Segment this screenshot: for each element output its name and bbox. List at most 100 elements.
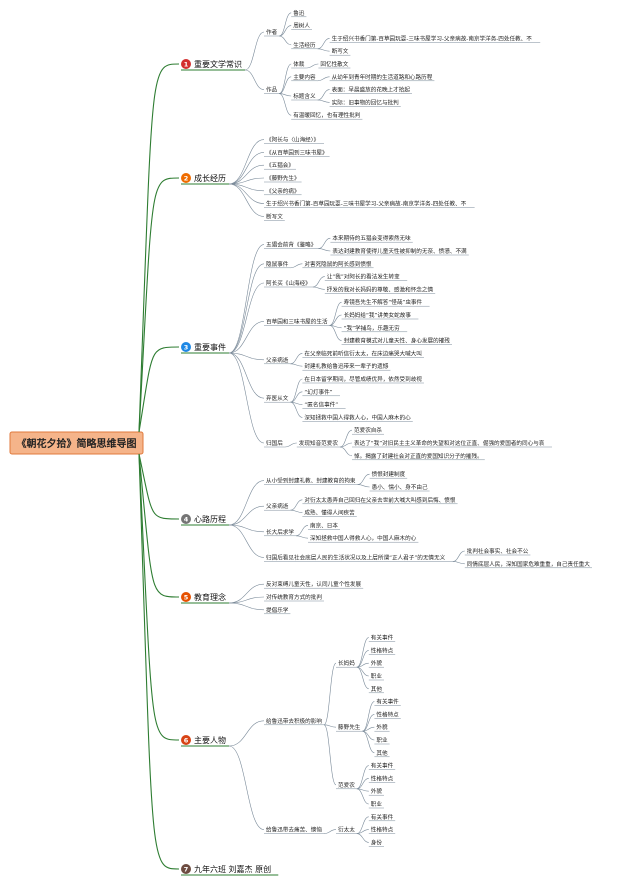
- connector-line: [290, 263, 303, 269]
- map-node-text: 身份: [371, 838, 383, 846]
- map-node-text: 表达封建教育使得儿童天性被抑制的无奈、愤懑、不满: [332, 247, 467, 255]
- connector-line: [323, 662, 337, 726]
- map-node-text: 职业: [376, 736, 388, 744]
- map-node-text: 归国后: [266, 439, 283, 447]
- connector-line: [317, 48, 330, 52]
- connector-line: [290, 353, 303, 365]
- map-node-text: 长妈妈给“我”讲美女蛇故事: [344, 311, 412, 319]
- connector-line: [284, 442, 297, 448]
- map-node-text: 性格特点: [371, 646, 394, 654]
- map-node-text: 从小受到封建礼教、封建教育的拘束: [266, 477, 356, 485]
- map-node-text: 对传统教育方式的批判: [266, 593, 322, 601]
- map-node-text: 标题含义: [293, 92, 316, 100]
- map-node-text: 《阿长与〈山海经〉》: [266, 136, 319, 144]
- map-node-text: 职业: [371, 672, 383, 680]
- map-node-text: 在父亲临死前听信衍太太，在床边痛哭大喊大叫: [304, 349, 421, 357]
- map-node-text: 五猖会前背《鉴略》: [266, 241, 316, 249]
- map-node-text: 愚小、懦小、身不由己: [372, 483, 428, 491]
- connector-line: [279, 12, 292, 37]
- map-node-text: 提倡乐学: [266, 606, 289, 614]
- map-node-text: 有关事件: [371, 634, 394, 642]
- map-node-text: 有关事件: [371, 813, 394, 821]
- main-branch-line: [138, 453, 180, 598]
- connector-line: [228, 505, 265, 526]
- root-title: 《朝花夕拾》简略思维导图: [17, 437, 137, 450]
- map-node-text: 封建教育模式对儿童天性、身心发展的摧残: [344, 337, 451, 345]
- connector-line: [317, 76, 330, 82]
- main-branch-line: [138, 453, 180, 520]
- map-node-text: 从幼年到青年时期的生活道路和心路历程: [332, 73, 433, 81]
- connector-line: [228, 282, 265, 354]
- connector-line: [318, 248, 331, 252]
- category-number-badge: [181, 864, 191, 874]
- connector-line: [357, 473, 370, 485]
- map-node-text: 《五猖会》: [266, 161, 294, 169]
- connector-line: [323, 724, 337, 728]
- connector-line: [329, 301, 342, 326]
- map-node-text: 愤恨封建制度: [372, 470, 406, 478]
- map-node-text: 反对束缚儿童天性，认同儿童个性发展: [266, 580, 362, 588]
- map-node-text: 外貌: [376, 723, 388, 731]
- connector-line: [317, 38, 330, 50]
- map-node-text: 性格特点: [371, 826, 394, 834]
- map-node-text: 《藤野先生》: [266, 174, 300, 182]
- main-branch-line: [138, 63, 180, 433]
- map-node-text: 断写文: [332, 47, 349, 55]
- category-label: 重要文学常识: [194, 59, 242, 69]
- map-node-text: 深知拯救中国人得救人心，中国人麻木的心: [304, 413, 411, 421]
- connector-line: [295, 525, 309, 537]
- category-label: 重要事件: [194, 342, 226, 352]
- map-node-text: 隐鼠事件: [266, 260, 289, 268]
- category-label: 心路历程: [194, 514, 226, 524]
- map-node-text: 长大后求学: [266, 528, 294, 536]
- connector-line: [228, 139, 265, 185]
- connector-line: [228, 177, 265, 185]
- connector-line: [228, 164, 265, 185]
- connector-line: [244, 31, 265, 71]
- map-node-text: 《从百草园到三味书屋》: [266, 148, 328, 156]
- connector-line: [356, 666, 369, 690]
- connector-line: [244, 69, 265, 90]
- category-label: 教育理念: [194, 592, 226, 602]
- category-label: 主要人物: [194, 735, 226, 745]
- connector-line: [317, 89, 330, 101]
- map-node-text: 父亲病逝: [266, 502, 289, 510]
- connector-line: [295, 535, 309, 539]
- map-node-text: 回忆性散文: [320, 60, 348, 68]
- connector-line: [356, 637, 369, 668]
- map-node-text: 抒发的我对长妈妈的尊敬、感激和怀念之情: [327, 285, 434, 293]
- map-node-text: 藤野先生: [338, 723, 361, 731]
- map-node-text: 范爱农自杀: [354, 426, 382, 434]
- map-node-text: 阿长买《山海经》: [266, 279, 311, 287]
- connector-line: [339, 446, 353, 457]
- category-number-badge: [181, 592, 191, 602]
- map-node-text: 性格特点: [371, 774, 394, 782]
- map-node-text: 在日本留学期间，尽管成绩优异，依然受到歧视: [304, 375, 422, 383]
- connector-line: [356, 788, 369, 805]
- connector-line: [279, 35, 292, 46]
- connector-line: [356, 833, 369, 843]
- connector-line: [356, 662, 369, 668]
- connector-line: [228, 152, 265, 185]
- map-node-text: 范爱农: [338, 781, 355, 789]
- connector-line: [228, 321, 265, 354]
- map-node-text: 其他: [371, 685, 383, 693]
- category-number-badge: [181, 514, 191, 524]
- map-node-text: 有关事件: [376, 698, 399, 706]
- map-node-text: 成熟、懂得人间疾苦: [304, 509, 355, 517]
- map-node-text: 表面：早晨盛放的花晚上才拾起: [332, 86, 411, 94]
- connector-line: [228, 745, 265, 830]
- connector-line: [356, 765, 369, 790]
- connector-line: [228, 352, 265, 399]
- map-node-text: “幻灯事件”: [304, 388, 332, 396]
- connector-line: [452, 550, 465, 562]
- map-node-text: 寿镜吾先生不解答“怪哉”虫事件: [344, 298, 423, 306]
- map-node-text: 生于绍兴书香门第-百草园玩耍-三味书屋学习-父亲病故-南京学洋务-四处任教、不: [266, 200, 467, 208]
